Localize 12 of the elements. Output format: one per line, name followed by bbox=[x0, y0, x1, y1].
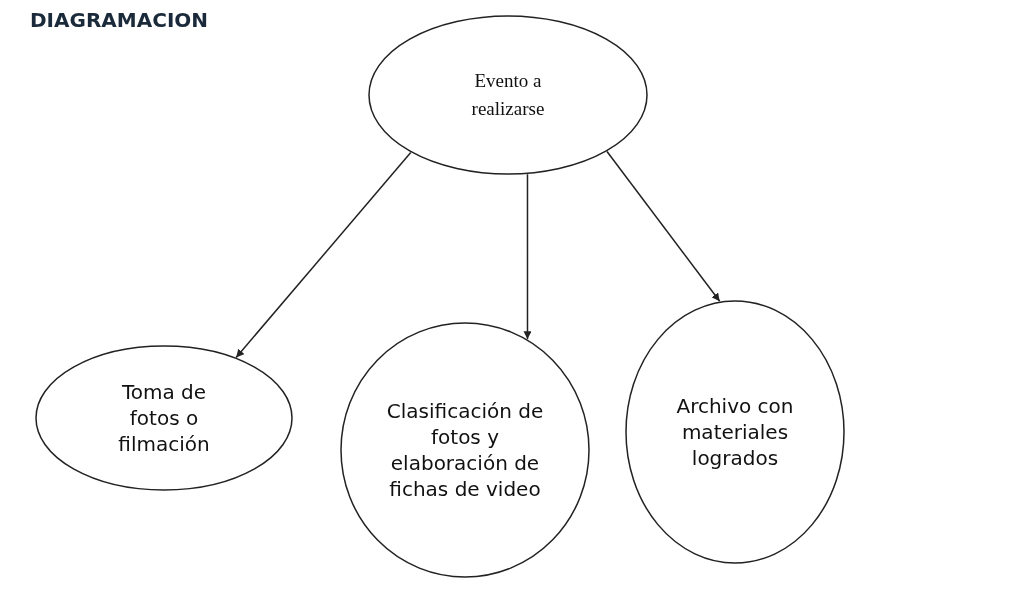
node-text: Clasificación de fotos y elaboración de fichas de video bbox=[385, 398, 545, 502]
ellipse-node bbox=[368, 15, 648, 175]
ellipse-node bbox=[625, 300, 845, 564]
title: DIAGRAMACION bbox=[30, 8, 209, 32]
arrow bbox=[606, 150, 721, 303]
ellipse-node bbox=[340, 322, 590, 578]
node-text: Evento a realizarse bbox=[470, 68, 546, 121]
ellipse-node bbox=[35, 345, 293, 491]
arrow bbox=[235, 151, 412, 359]
node-text: Archivo con materiales logrados bbox=[675, 393, 795, 471]
node-text: Toma de fotos o filmación bbox=[117, 379, 211, 457]
arrow bbox=[523, 173, 532, 340]
